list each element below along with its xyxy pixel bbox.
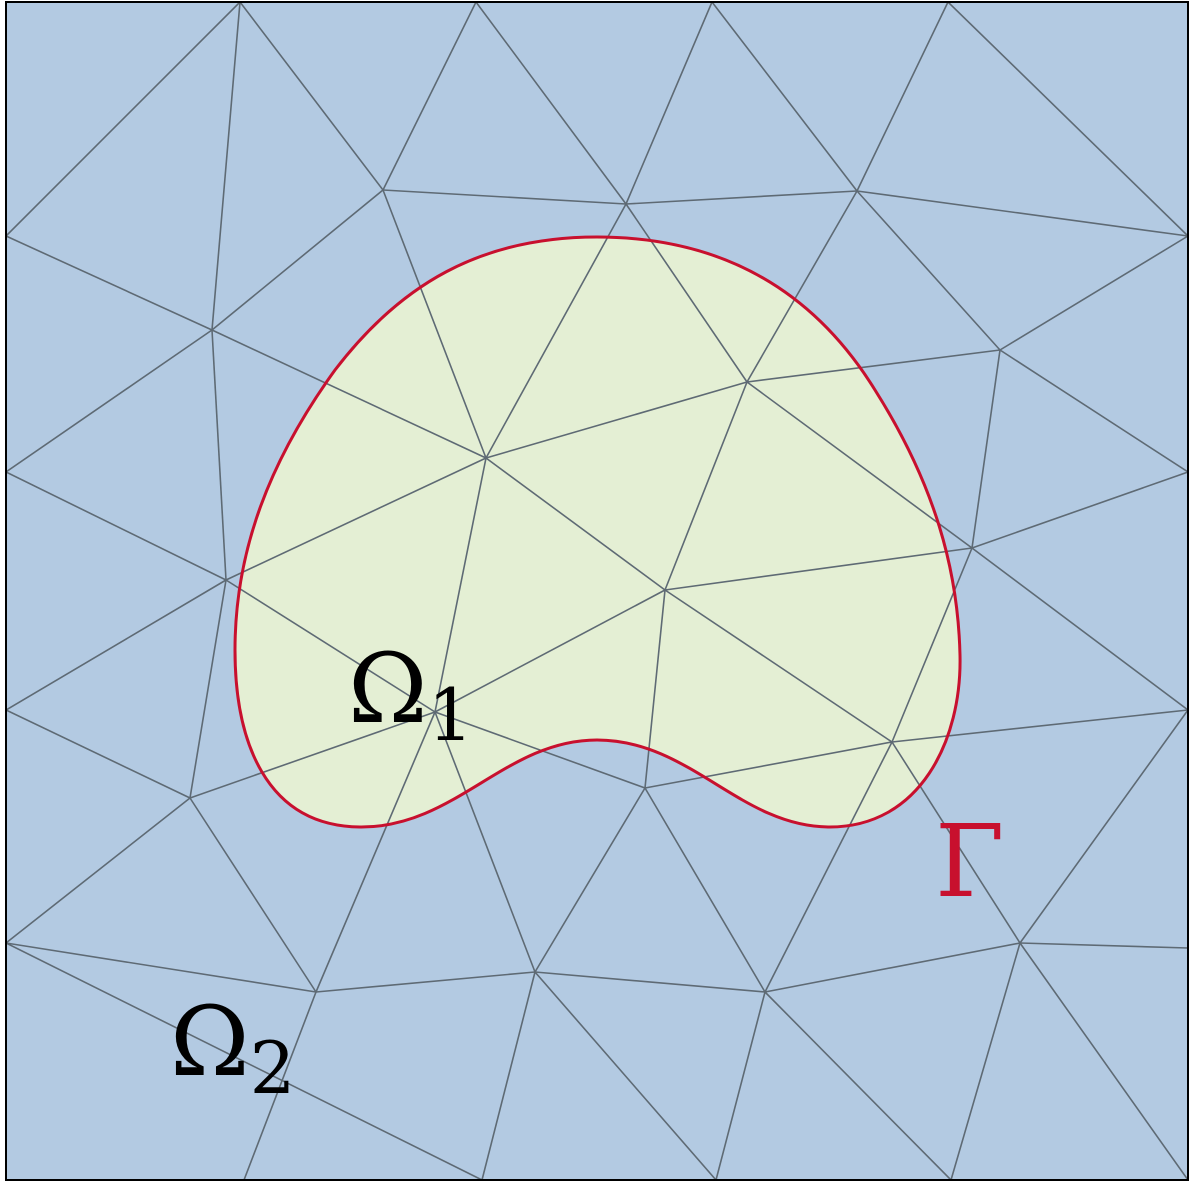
mesh-edge [315, 711, 436, 993]
mesh-edge [6, 942, 483, 1180]
mesh-edge [625, 203, 748, 383]
mesh-edge [239, 2, 384, 191]
mesh-edge [1019, 709, 1188, 944]
mesh-edge [971, 349, 1001, 549]
mesh-edge [625, 190, 858, 205]
mesh-edge [6, 709, 191, 799]
mesh-edge [534, 787, 646, 973]
mesh-edge [475, 2, 627, 205]
omega-1-symbol: Ω [348, 633, 428, 745]
mesh-edge [434, 589, 666, 713]
mesh-edge [534, 971, 766, 993]
interface-curve [233, 235, 962, 829]
mesh-edge [485, 203, 627, 459]
omega-2-symbol: Ω [170, 986, 250, 1098]
omega-2-subscript: 2 [250, 1026, 296, 1110]
mesh-edge [6, 579, 227, 711]
mesh-edge [189, 711, 436, 799]
mesh-edge [6, 942, 317, 993]
mesh-edge [485, 381, 748, 459]
mesh-edge [211, 329, 227, 581]
mesh-edge [971, 547, 1188, 711]
mesh-edge [243, 991, 317, 1180]
mesh-edge [625, 2, 713, 205]
mesh-edge [891, 741, 1021, 944]
omega-1-label: Ω1 [348, 633, 473, 757]
mesh-edge [764, 991, 952, 1180]
mesh-edge [746, 381, 973, 549]
mesh-edge [6, 2, 241, 237]
mesh-edge [382, 189, 487, 459]
mesh-edge [856, 2, 949, 192]
mesh-edge [664, 547, 973, 591]
mesh-edge [856, 190, 1188, 237]
mesh-edge [715, 991, 766, 1180]
mesh-edge [189, 579, 227, 799]
gamma-label: Γ [935, 803, 1004, 920]
mesh-edge [746, 190, 858, 383]
mesh-edge [485, 457, 666, 591]
mesh-edge [434, 457, 487, 713]
mesh-edge [664, 589, 893, 743]
mesh-edge [6, 235, 213, 331]
mesh-edge [891, 547, 973, 743]
mesh-edge [971, 471, 1188, 549]
mesh-edge [211, 329, 487, 459]
mesh-edge [746, 349, 1001, 383]
mesh-edge [999, 349, 1188, 473]
mesh-edge [534, 971, 717, 1180]
mesh-edge [891, 709, 1188, 743]
mesh-edge [315, 971, 536, 993]
mesh-edge [999, 235, 1188, 351]
mesh-edge [225, 579, 436, 713]
triangular-mesh [6, 2, 1188, 1180]
mesh-edge [947, 2, 1188, 237]
mesh-edge [6, 471, 227, 581]
mesh-edge [1019, 942, 1188, 1180]
mesh-edge [711, 2, 858, 192]
inner-domain-region [235, 237, 961, 828]
mesh-edge [481, 971, 536, 1180]
domain-frame [5, 1, 1189, 1181]
mesh-edge [764, 942, 1021, 993]
omega-2-label: Ω2 [170, 986, 295, 1110]
mesh-edge [1019, 942, 1188, 949]
mesh-edge [434, 711, 536, 973]
mesh-edge [211, 189, 384, 331]
mesh-edge [225, 457, 487, 581]
mesh-edge [382, 2, 477, 191]
mesh-edge [950, 942, 1021, 1180]
mesh-edge [6, 797, 191, 944]
mesh-edge [856, 190, 1001, 351]
mesh-edge [764, 741, 893, 993]
mesh-edge [664, 381, 748, 591]
mesh-edge [382, 189, 627, 205]
mesh-edge [644, 589, 666, 789]
omega-1-subscript: 1 [428, 673, 474, 757]
mesh-edge [644, 741, 893, 789]
mesh-edge [189, 797, 317, 993]
mesh-edge [6, 329, 213, 473]
mesh-edge [211, 2, 241, 331]
mesh-edge [644, 787, 766, 993]
